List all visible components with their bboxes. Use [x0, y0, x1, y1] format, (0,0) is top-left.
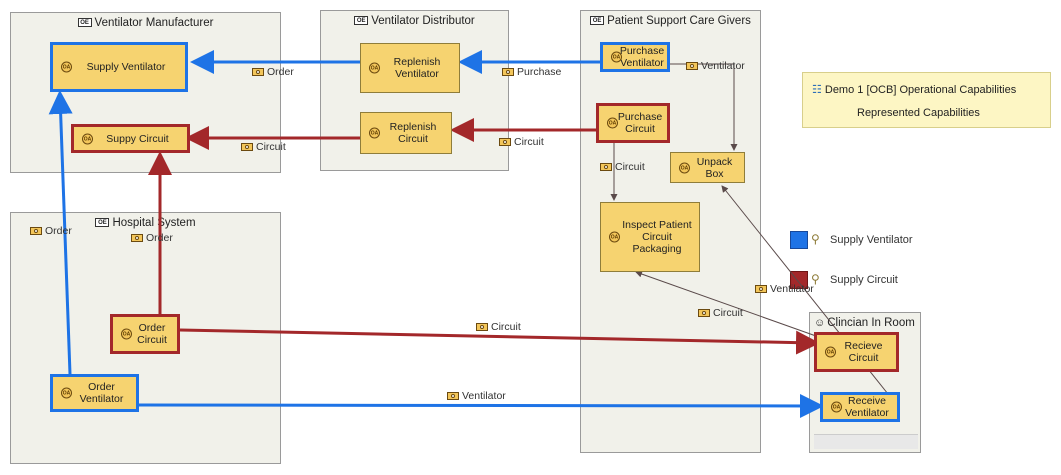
flow-label-order-hospital[interactable]: Order [131, 232, 173, 244]
container-title: Ventilator Manufacturer [94, 17, 214, 29]
operational-activity-icon: OA [607, 117, 618, 129]
flow-label-circuit-cg[interactable]: Circuit [499, 136, 544, 148]
horizontal-scrollbar[interactable] [814, 434, 918, 449]
flow-label-circuit-mid[interactable]: Circuit [698, 307, 743, 319]
flow-line-circuit-mid[interactable] [179, 328, 820, 355]
legend-swatch-supply-circuit [790, 271, 808, 289]
flow-line-ventilator-bottom[interactable] [138, 393, 824, 418]
operational-entity-icon: OE [77, 18, 92, 28]
operational-activity-icon: OA [611, 51, 622, 63]
actor-icon: ☺ [814, 317, 826, 329]
note-title: Demo 1 [OCB] Operational Capabilities [824, 84, 1017, 96]
flow-line-hospital-order[interactable] [48, 90, 73, 375]
operational-activity-icon: OA [831, 401, 842, 413]
flow-label-order-left[interactable]: Order [30, 225, 72, 237]
interaction-icon [241, 143, 253, 151]
interaction-icon [447, 392, 459, 400]
flow-label-ventilator-cg[interactable]: Ventilator [686, 60, 745, 72]
legend-label-supply-ventilator: Supply Ventilator [830, 234, 913, 246]
operational-activity-icon: OA [369, 127, 380, 139]
interaction-icon [131, 234, 143, 242]
capability-icon: ⚲ [811, 232, 820, 246]
interaction-icon [502, 68, 514, 76]
flow-label-circuit-bottom[interactable]: Circuit [476, 321, 521, 333]
operational-activity-icon: OA [369, 62, 380, 74]
flow-label-circuit-cg-inner[interactable]: Circuit [600, 161, 645, 173]
container-title: Ventilator Distributor [371, 15, 475, 27]
capability-icon: ⚲ [811, 272, 820, 286]
interaction-icon [600, 163, 612, 171]
operational-entity-icon: OE [590, 16, 605, 26]
flow-label-circuit-top[interactable]: Circuit [241, 141, 286, 153]
interaction-icon [698, 309, 710, 317]
legend-label-supply-circuit: Supply Circuit [830, 274, 898, 286]
flow-label-ventilator-bottom[interactable]: Ventilator [447, 390, 506, 402]
flow-label-purchase[interactable]: Purchase [502, 66, 561, 78]
interaction-icon [499, 138, 511, 146]
interaction-icon [755, 285, 767, 293]
flow-line-ventilator-to-unpack[interactable] [670, 63, 738, 151]
operational-activity-icon: OA [61, 387, 72, 399]
flow-line-circuit-to-inspect-diag[interactable] [635, 270, 817, 337]
container-title: Clincian In Room [827, 317, 915, 329]
flow-label-ventilator-mid[interactable]: Ventilator [755, 283, 814, 295]
operational-activity-icon: OA [121, 328, 132, 340]
note-subtitle: Represented Capabilities [857, 107, 980, 119]
interaction-icon [476, 323, 488, 331]
legend-swatch-supply-ventilator [790, 231, 808, 249]
operational-entity-icon: OE [95, 218, 110, 228]
capabilities-note[interactable]: ☷Demo 1 [OCB] Operational Capabilities R… [802, 72, 1051, 128]
container-title: Patient Support Care Givers [607, 15, 751, 27]
operational-activity-icon: OA [609, 231, 620, 243]
capability-hierarchy-icon: ☷ [812, 84, 822, 96]
operational-activity-icon: OA [82, 133, 93, 144]
interaction-icon [686, 62, 698, 70]
flow-label-order-top[interactable]: Order [252, 66, 294, 78]
container-title: Hospital System [112, 217, 196, 229]
operational-activity-icon: OA [61, 61, 72, 73]
operational-entity-icon: OE [354, 16, 369, 26]
operational-activity-icon: OA [679, 162, 690, 173]
interaction-icon [30, 227, 42, 235]
operational-activity-icon: OA [825, 346, 836, 358]
interaction-icon [252, 68, 264, 76]
